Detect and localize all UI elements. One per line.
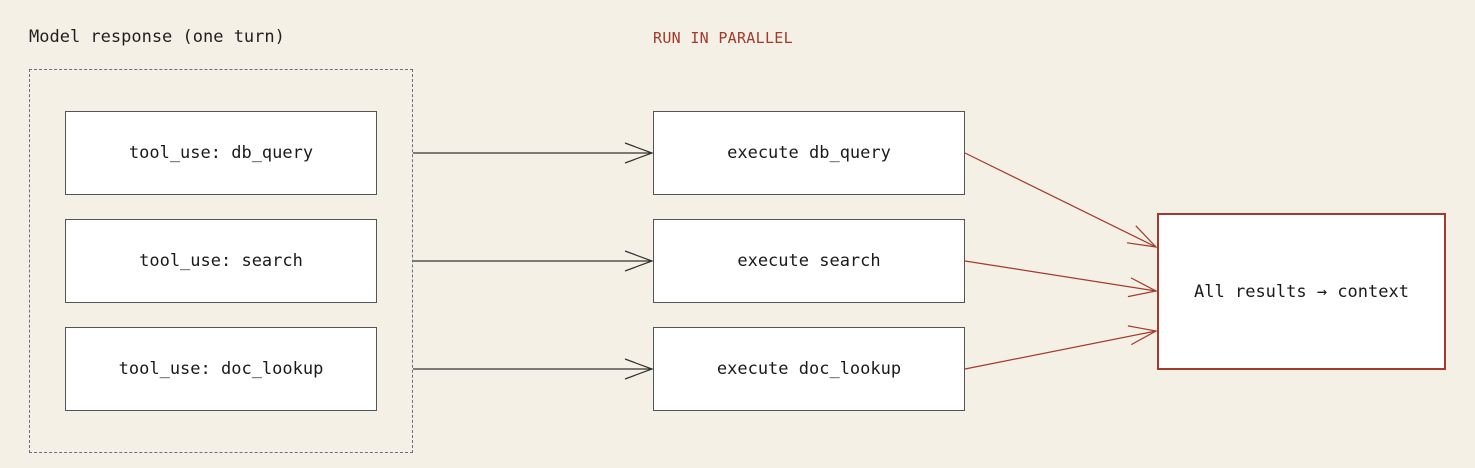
edge-execute-search-to-result — [964, 260, 1158, 298]
edge-search-to-execute — [413, 250, 654, 272]
all-results-context-node: All results → context — [1157, 213, 1446, 370]
parallel-label: RUN IN PARALLEL — [653, 29, 793, 47]
execute-doc-lookup-node: execute doc_lookup — [653, 327, 965, 411]
tool-use-doc-lookup-node: tool_use: doc_lookup — [65, 327, 377, 411]
edge-db-query-to-execute — [413, 142, 654, 164]
tool-use-db-query-node: tool_use: db_query — [65, 111, 377, 195]
tool-use-search-node: tool_use: search — [65, 219, 377, 303]
execute-db-query-node: execute db_query — [653, 111, 965, 195]
edge-execute-db-query-to-result — [964, 152, 1158, 248]
edge-doc-lookup-to-execute — [413, 358, 654, 380]
model-response-group — [29, 69, 413, 453]
edge-execute-doc-lookup-to-result — [964, 325, 1158, 370]
group-title: Model response (one turn) — [29, 27, 285, 47]
execute-search-node: execute search — [653, 219, 965, 303]
